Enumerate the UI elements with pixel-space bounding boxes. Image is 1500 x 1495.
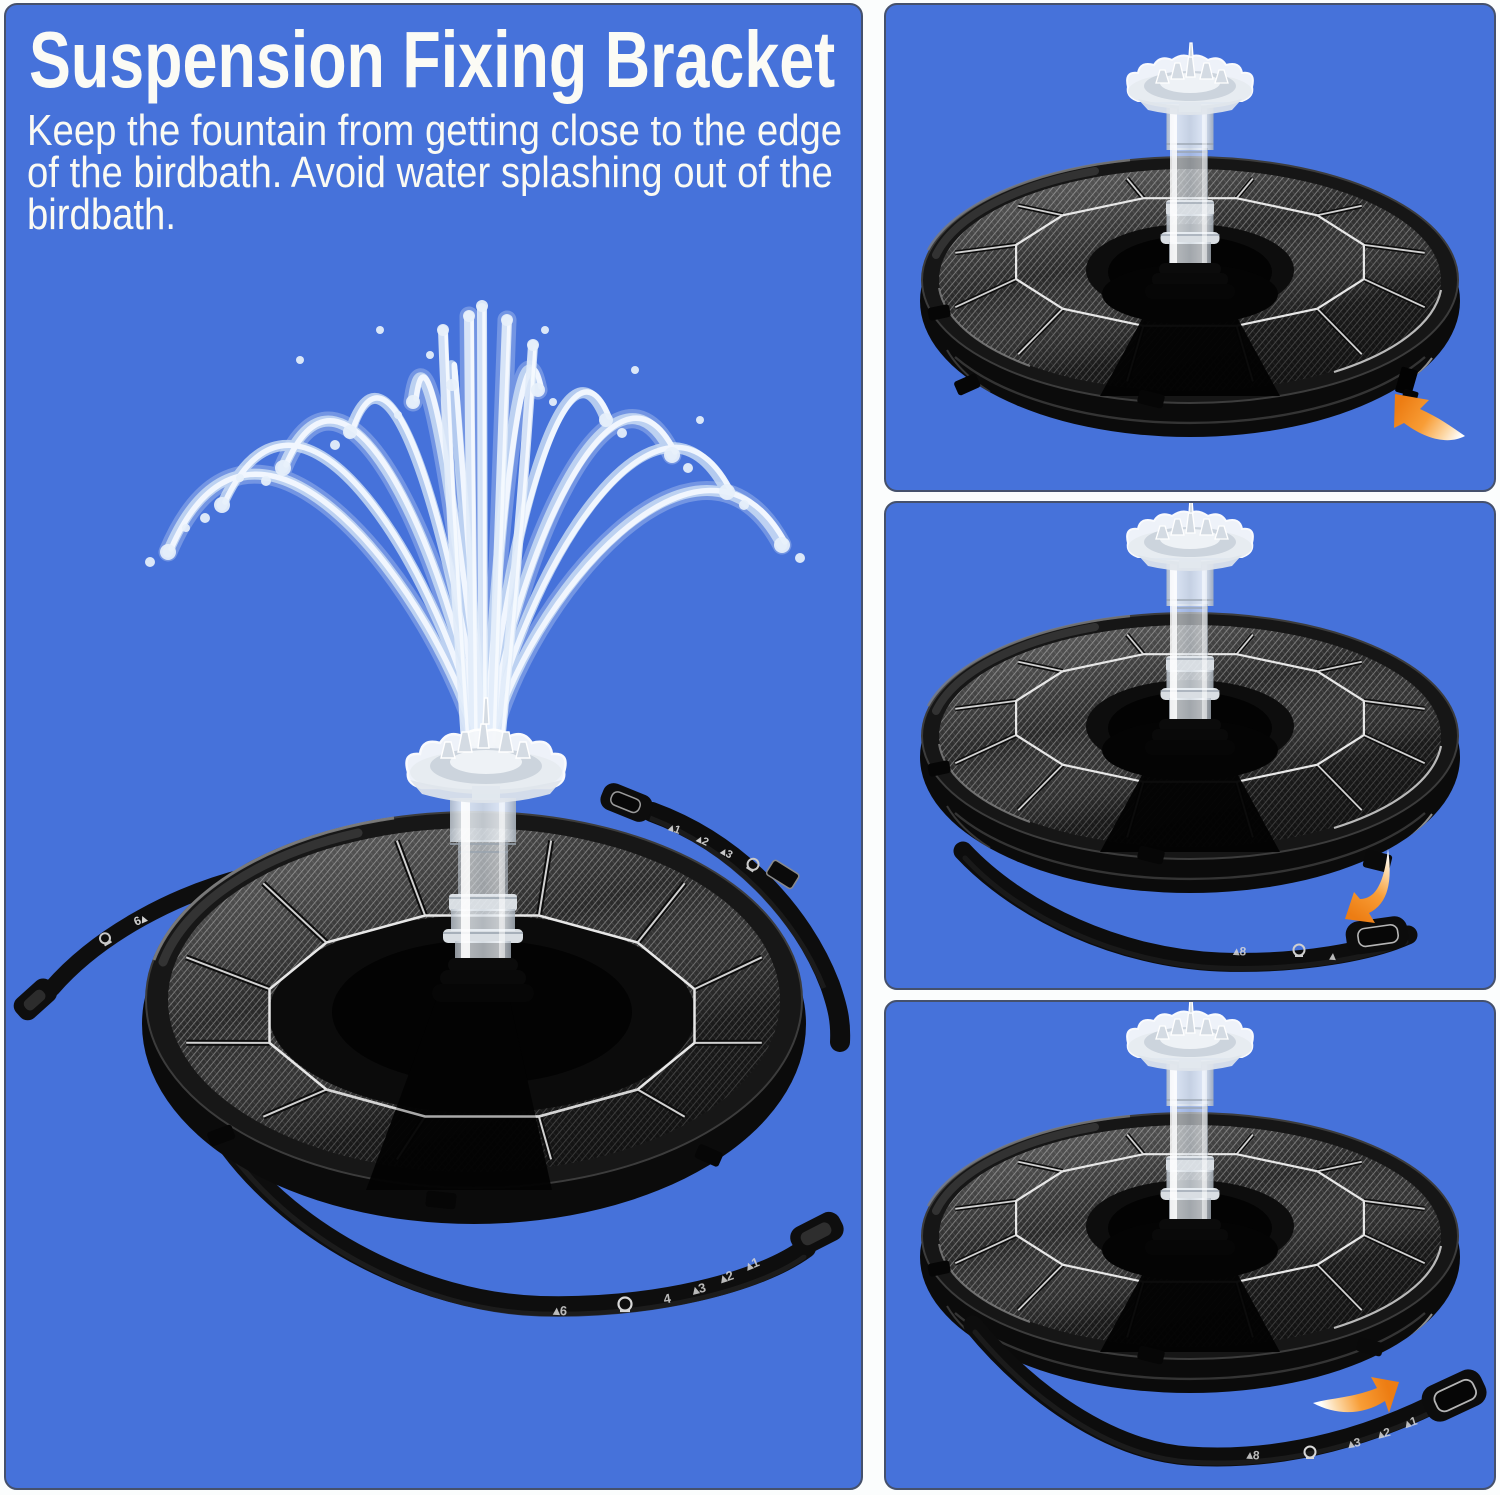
svg-text:▴6: ▴6 [552,1303,568,1319]
svg-text:▴8: ▴8 [1232,944,1247,959]
svg-text:▴1: ▴1 [1402,1413,1420,1431]
svg-text:▴2: ▴2 [717,1267,736,1286]
svg-text:▴2: ▴2 [1375,1425,1392,1442]
svg-text:▴1: ▴1 [742,1254,761,1273]
svg-text:▴3: ▴3 [1346,1435,1362,1451]
svg-text:▴1: ▴1 [666,821,682,837]
svg-text:▴3: ▴3 [718,845,735,862]
svg-text:4: 4 [662,1290,672,1306]
svg-text:▴3: ▴3 [689,1280,707,1298]
svg-text:▴2: ▴2 [694,832,711,848]
svg-text:▴: ▴ [1328,948,1337,963]
svg-text:▴8: ▴8 [1245,1448,1260,1463]
